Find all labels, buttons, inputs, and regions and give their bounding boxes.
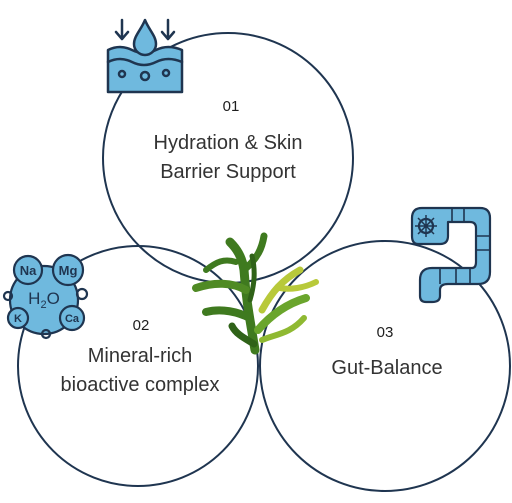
minerals-h2o-icon: Na Mg H2O K Ca (2, 253, 89, 340)
circle-minerals (17, 245, 259, 487)
mineral-k-label: K (14, 313, 22, 325)
mineral-na-label: Na (20, 263, 37, 278)
mineral-ca-label: Ca (65, 313, 80, 325)
item-title-line1: Mineral-rich (87, 345, 193, 367)
water-drop-skin-icon (106, 18, 184, 94)
item-number: 03 (376, 324, 394, 341)
mineral-mg-label: Mg (59, 263, 78, 278)
item-title-line1: Hydration & Skin (153, 132, 303, 154)
circle-gut (259, 240, 511, 492)
item-title-line2: bioactive complex (60, 374, 220, 396)
intestine-icon (410, 206, 492, 304)
mineral-h2o-label: H2O (28, 289, 60, 311)
item-number: 02 (132, 317, 150, 334)
item-title-line1: Gut-Balance (331, 357, 443, 379)
seaweed-icon (192, 232, 319, 355)
item-number: 01 (222, 98, 240, 115)
item-title-line2: Barrier Support (160, 161, 296, 183)
